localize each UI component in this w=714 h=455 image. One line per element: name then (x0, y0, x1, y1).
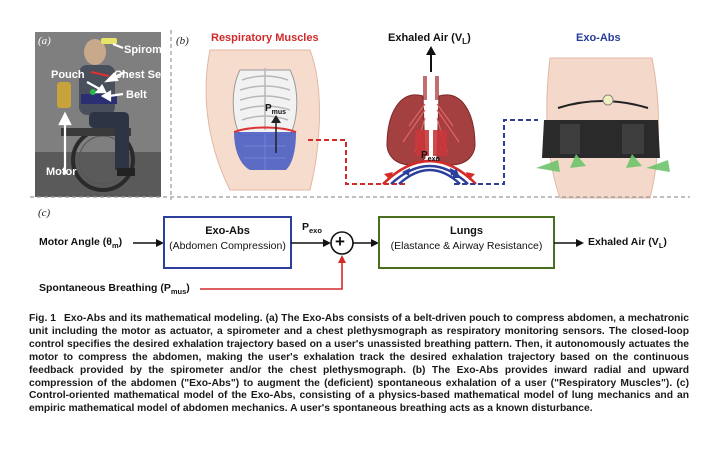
exo-abs-block-subtitle: (Abdomen Compression) (169, 240, 286, 252)
summing-junction-symbol: + (335, 232, 345, 251)
panel-a-callouts (58, 42, 126, 174)
photo-illustration (35, 32, 161, 197)
lungs-block-subtitle: (Elastance & Airway Resistance) (390, 240, 543, 252)
panel-b-connections (308, 119, 538, 185)
pexo-label-c: Pexo (302, 221, 322, 236)
lungs-block-title: Lungs (450, 225, 483, 237)
figure-number: Fig. 1 (29, 313, 57, 324)
block-diagram-lines (133, 216, 584, 290)
callout-chest-sensor: Chest Sensor (114, 69, 185, 81)
exo-abs-block-title: Exo-Abs (205, 225, 250, 237)
spontaneous-breathing-label: Spontaneous Breathing (Pmus) (39, 282, 190, 297)
callout-spirometer: Spirometer (124, 44, 183, 56)
pmus-arrow (271, 115, 281, 153)
panel-divider-horizontal (30, 196, 690, 198)
exo-abs-block: Exo-Abs (Abdomen Compression) (164, 217, 291, 268)
panel-a-photo (35, 32, 161, 197)
panel-c-label: (c) (38, 207, 51, 219)
exhaled-air-label: Exhaled Air (VL) (388, 32, 471, 47)
motor-angle-input-label: Motor Angle (θm) (39, 236, 123, 251)
callout-belt: Belt (126, 89, 147, 101)
respiratory-muscles-label: Respiratory Muscles (211, 32, 319, 44)
pexo-label-b: Pexo (421, 150, 440, 163)
panel-b-label: (b) (176, 35, 189, 47)
callout-pouch: Pouch (51, 69, 85, 81)
panel-a-label: (a) (38, 35, 51, 47)
pmus-label: Pmus (265, 103, 287, 116)
exhaled-air-arrow (426, 46, 436, 72)
respiratory-muscles-illustration (205, 49, 320, 191)
callout-motor: Motor (46, 166, 77, 178)
lungs-block: Lungs (Elastance & Airway Resistance) (379, 217, 554, 268)
exo-abs-illustration (536, 57, 670, 199)
lungs-illustration (386, 76, 476, 166)
exo-abs-label: Exo-Abs (576, 32, 621, 44)
figure-caption-text: Exo-Abs and its mathematical modeling. (… (29, 313, 690, 415)
exhaled-air-output-label: Exhaled Air (VL) (588, 236, 667, 251)
panel-divider-vertical (170, 30, 172, 200)
